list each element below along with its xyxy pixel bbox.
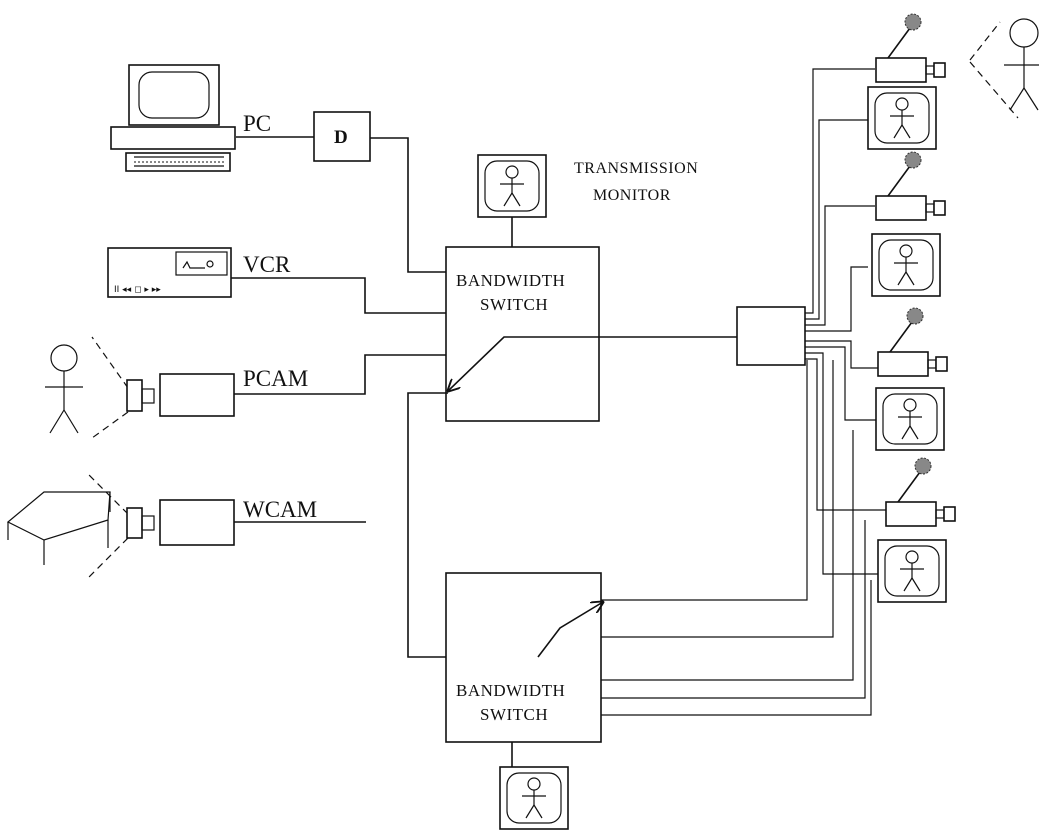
switch1-label-2: SWITCH [480,295,548,314]
switch1-label-1: BANDWIDTH [456,271,565,290]
pc-label: PC [243,111,271,136]
svg-text:II ◂◂ ◻ ▸ ▸▸: II ◂◂ ◻ ▸ ▸▸ [114,285,161,295]
switch2-label-1: BANDWIDTH [456,681,565,700]
switch2-monitor-icon [499,766,569,830]
remote-person-icon [1004,18,1039,111]
bandwidth-switch-1 [445,246,600,422]
station-2 [871,151,946,297]
table-icon [6,491,111,565]
decoder-box: D [313,111,371,162]
station-monitor-icon [871,233,941,297]
microphone-camera-icon [885,457,956,527]
transmission-monitor-label-2: MONITOR [593,187,671,204]
station-monitor-icon [877,539,947,603]
pcam-camera [126,373,235,417]
computer-icon [110,64,236,172]
wcam-camera [126,499,235,546]
station-4 [877,457,956,603]
microphone-camera-icon [875,13,946,83]
microphone-camera-icon [875,151,946,221]
microphone-camera-icon [877,307,948,377]
vcr-icon: II ◂◂ ◻ ▸ ▸▸ [107,247,232,298]
transmission-monitor-label-1: TRANSMISSION [574,160,698,177]
station-monitor-icon [875,387,945,451]
person-icon [45,344,83,434]
transmission-monitor-icon [477,154,547,218]
pcam-label: PCAM [243,366,308,391]
switch2-label-2: SWITCH [480,705,548,724]
decoder-label: D [334,127,348,148]
hub-box [736,306,806,366]
station-3 [875,307,948,451]
station-monitor-icon [867,86,937,150]
vcr-label: VCR [243,252,291,277]
station-1 [867,13,946,150]
bandwidth-switch-2 [445,572,602,743]
wcam-label: WCAM [243,497,317,522]
